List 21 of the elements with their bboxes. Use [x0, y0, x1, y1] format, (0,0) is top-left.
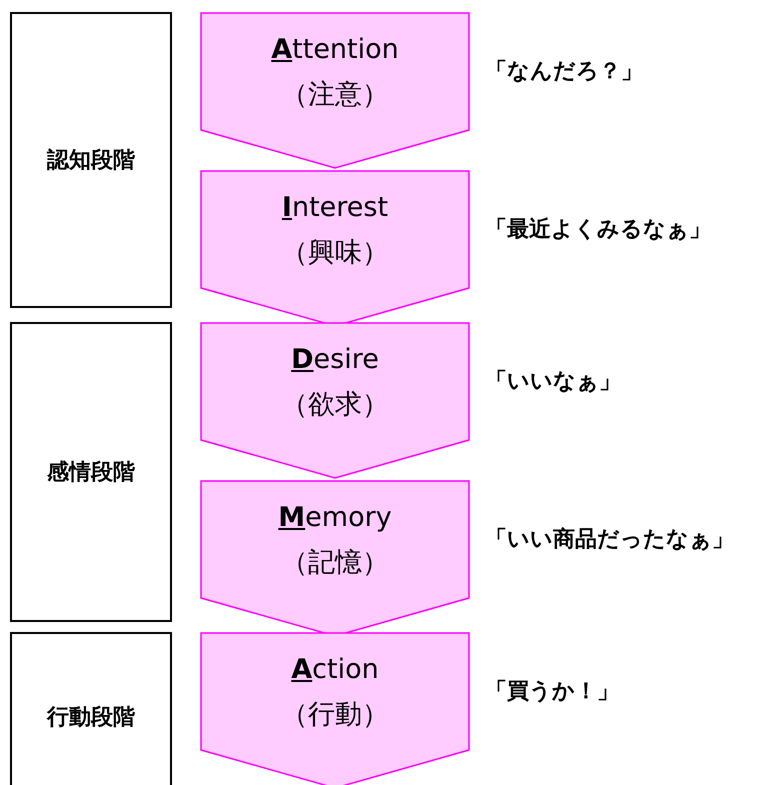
speech-quote: 「なんだろ？」 — [485, 58, 644, 86]
stage-subtitle: （欲求） — [280, 388, 390, 422]
stage-box — [10, 12, 172, 308]
stage-box — [10, 632, 172, 785]
speech-quote: 「いいなぁ」 — [485, 368, 622, 396]
speech-quote: 「買うか！」 — [485, 678, 620, 706]
speech-quote: 「いい商品だったなぁ」 — [485, 526, 735, 554]
stage-title: Interest — [280, 192, 390, 223]
stage-subtitle: （記憶） — [280, 546, 390, 580]
stage-title: Action — [290, 654, 380, 685]
speech-quote: 「最近よくみるなぁ」 — [485, 216, 712, 244]
stage-label: 感情段階 — [47, 459, 135, 487]
stage-subtitle: （興味） — [280, 236, 390, 270]
stage-subtitle: （注意） — [280, 78, 390, 112]
stage-title: Attention — [270, 34, 400, 65]
stage-label: 認知段階 — [47, 147, 135, 175]
stage-label: 行動段階 — [47, 704, 135, 732]
stage-title: Memory — [277, 502, 393, 533]
stage-title: Desire — [290, 344, 380, 375]
stage-subtitle: （行動） — [280, 698, 390, 732]
stage-box — [10, 322, 172, 622]
